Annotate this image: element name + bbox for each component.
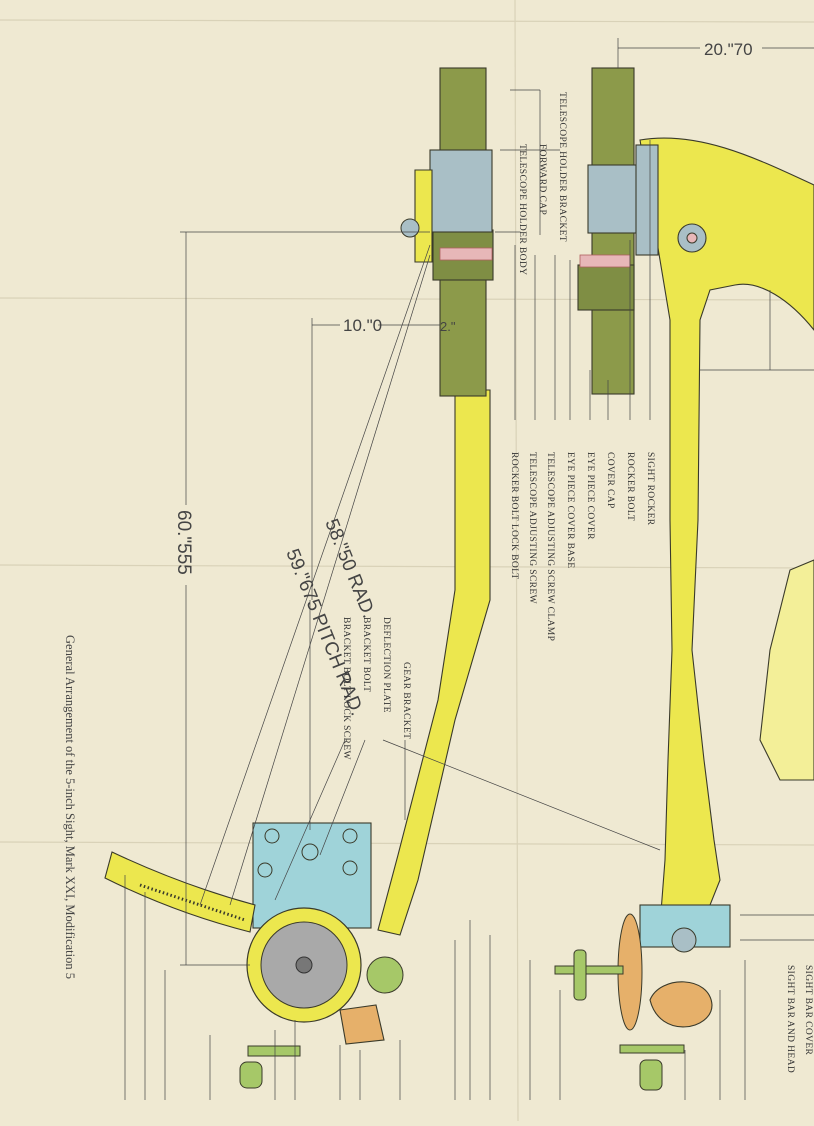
gear-assembly — [104, 822, 404, 1089]
label-telescope-holder-body: TELESCOPE HOLDER BODY — [517, 144, 527, 275]
dimension-lines — [124, 38, 814, 1100]
label-eye-piece-cover-base: EYE PIECE COVER BASE — [565, 452, 575, 568]
label-rocker-bolt-lock-bolt: ROCKER BOLT LOCK BOLT — [509, 452, 519, 580]
label-forward-cap: FORWARD CAP — [537, 144, 547, 215]
label-rocker-bolt: ROCKER BOLT — [625, 452, 635, 521]
label-sight-rocker: SIGHT ROCKER — [645, 452, 655, 526]
label-telescope-adjusting-screw-clamp: TELESCOPE ADJUSTING SCREW CLAMP — [545, 452, 555, 641]
label-telescope-adjusting-screw: TELESCOPE ADJUSTING SCREW — [527, 452, 537, 604]
right-frame-pale-section — [759, 559, 814, 781]
pitch-arc-rack — [104, 851, 256, 933]
right-sight-frame — [554, 67, 814, 1091]
label-eye-piece-cover: EYE PIECE COVER — [585, 452, 595, 540]
label-bracket-bolt-lock-screw: BRACKET BOLT LOCK SCREW — [341, 617, 351, 760]
dim-height: 60."555 — [173, 510, 194, 575]
dim-spacing: 10."0 — [343, 316, 382, 335]
left-clamp-pink — [439, 247, 493, 261]
label-deflection-plate: DEFLECTION PLATE — [381, 617, 391, 713]
label-sight-bar-and-head: SIGHT BAR AND HEAD — [785, 965, 795, 1073]
label-cover-cap: COVER CAP — [605, 452, 615, 509]
label-bracket-bolt: BRACKET BOLT — [361, 617, 371, 692]
left-sight-arm — [377, 67, 494, 936]
right-knob-bar — [554, 965, 624, 975]
left-telescope-holder-body — [429, 149, 493, 233]
drawing-title: General Arrangement of the 5-inch Sight,… — [63, 635, 77, 979]
label-telescope-holder-bracket: TELESCOPE HOLDER BRACKET — [557, 92, 567, 242]
left-knob — [366, 956, 404, 994]
dim-overall-width: 20."70 — [704, 40, 753, 59]
orange-drum — [339, 1004, 385, 1045]
dim-small-offset: 2." — [440, 319, 456, 334]
orange-gear-part — [649, 981, 713, 1028]
label-sight-bar-cover: SIGHT BAR COVER — [803, 965, 813, 1056]
label-gear-bracket: GEAR BRACKET — [401, 662, 411, 739]
